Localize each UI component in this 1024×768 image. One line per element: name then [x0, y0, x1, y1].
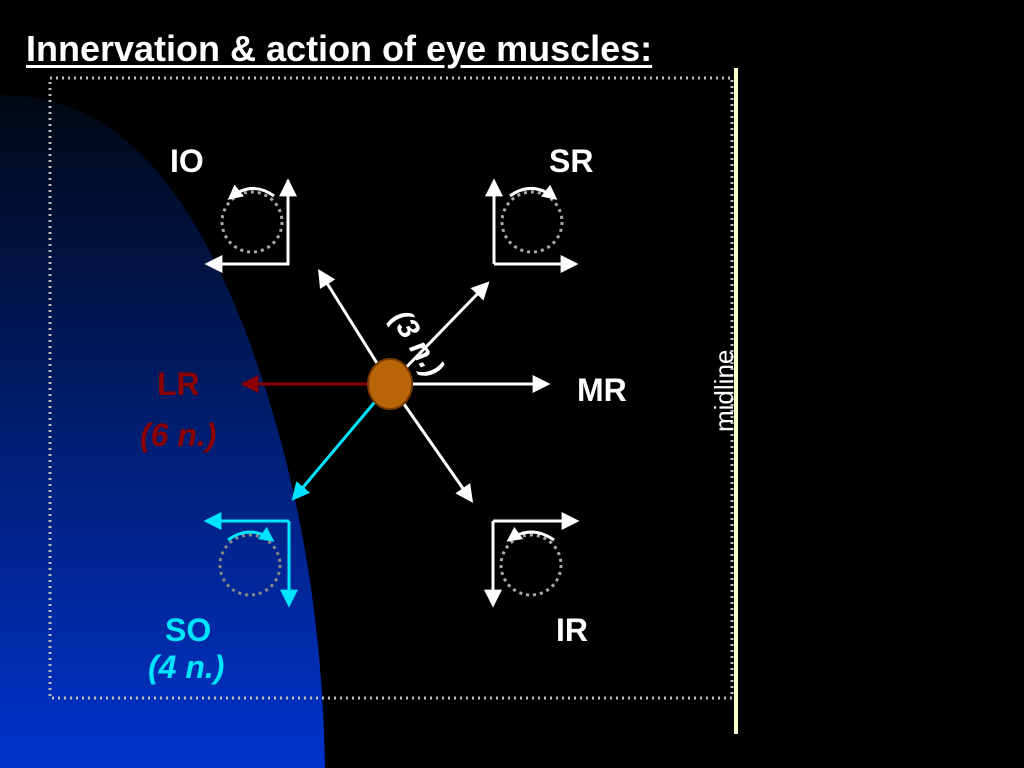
sr-rotation-arrow: [509, 184, 558, 200]
mr-label: MR: [577, 372, 627, 408]
ir-eye-circle: [499, 533, 563, 597]
io-rotation-arrow: [227, 184, 275, 200]
midline-label: midline: [709, 350, 739, 432]
io-label: IO: [170, 143, 204, 179]
lr-nerve-label: (6 n.): [140, 417, 216, 453]
blue-orbit-region: [0, 95, 325, 768]
so-eye-circle: [218, 533, 282, 597]
ir-action-icon: [484, 512, 580, 608]
sr-action-icon: [485, 178, 579, 273]
sr-label: SR: [549, 143, 593, 179]
so-nerve-label: (4 n.): [148, 649, 224, 685]
so-rotation-arrow: [227, 526, 275, 542]
dotted-frame: [48, 76, 734, 700]
so-label: SO: [165, 612, 211, 648]
io-eye-circle: [220, 190, 284, 254]
lr-label: LR: [157, 366, 200, 402]
so-action-icon: [203, 512, 298, 608]
slide-title: Innervation & action of eye muscles:: [26, 28, 653, 69]
ir-label: IR: [556, 612, 588, 648]
sr-eye-circle: [500, 190, 564, 254]
ir-rotation-arrow: [506, 526, 555, 542]
eye-center: [367, 358, 413, 410]
so-direction-arrow: [291, 383, 392, 501]
io-action-icon: [204, 178, 297, 273]
